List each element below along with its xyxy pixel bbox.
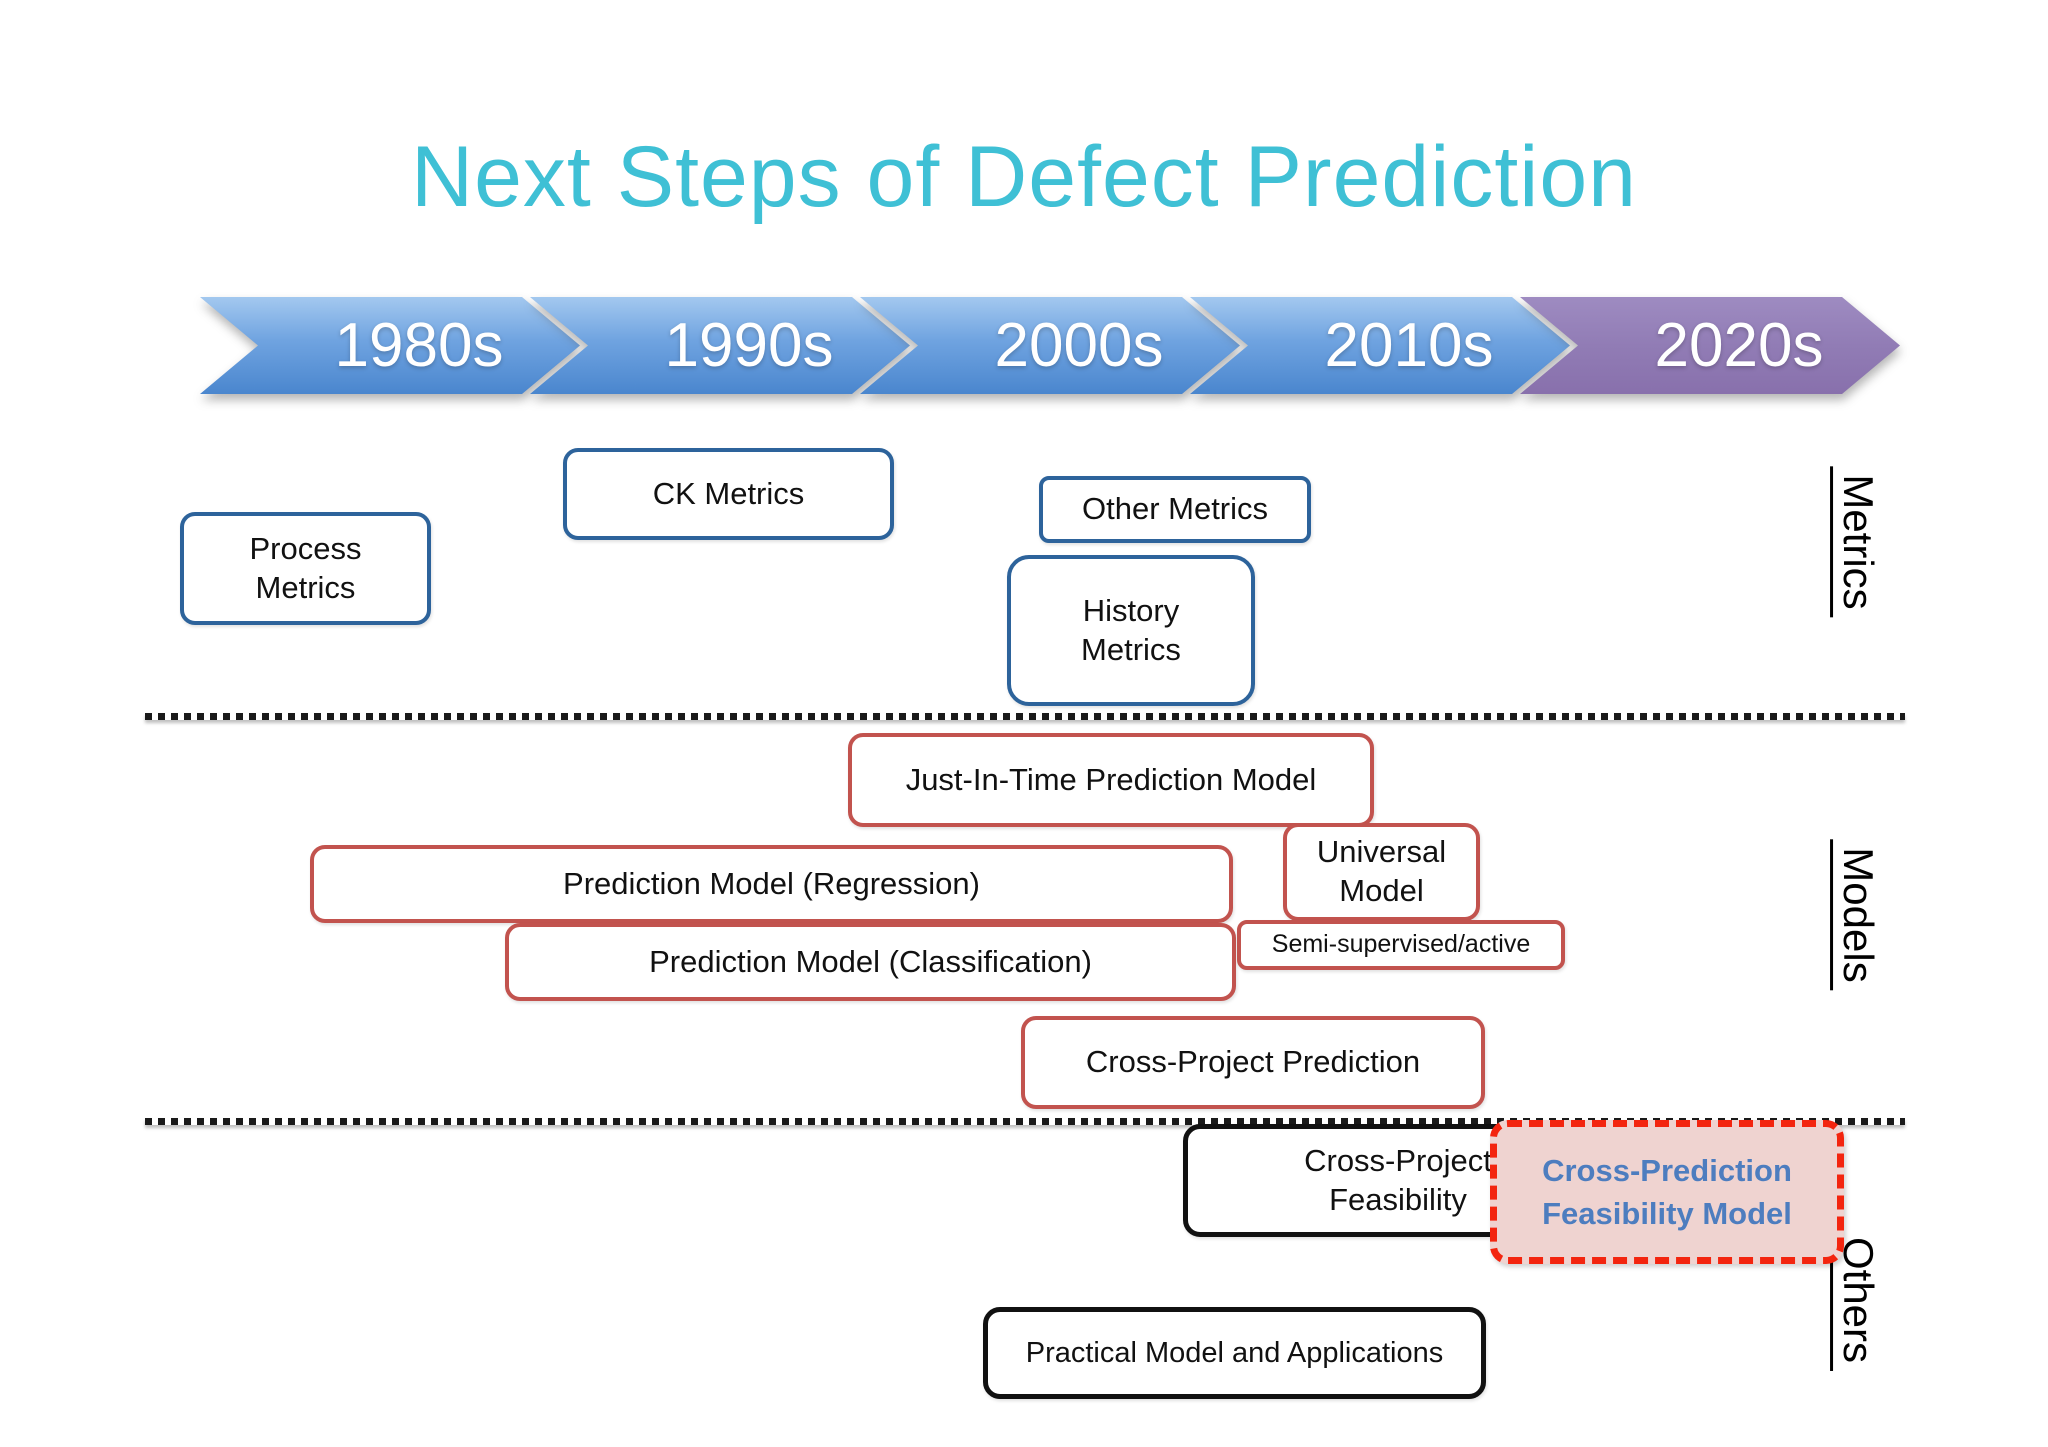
box-cross-project-prediction: Cross-Project Prediction — [1021, 1016, 1485, 1109]
divider-models-others — [145, 1118, 1905, 1125]
box-label-line: Metrics — [255, 569, 356, 605]
box-ck-metrics: CK Metrics — [563, 448, 894, 540]
timeline-arrow-shape: 2000s — [860, 297, 1240, 394]
box-label-line: Model — [1339, 873, 1424, 908]
timeline-arrow-label: 1990s — [664, 311, 834, 380]
page-title: Next Steps of Defect Prediction — [410, 129, 1637, 225]
timeline-arrow-2020s: 2020s — [1520, 297, 1900, 394]
timeline-arrow-1980s: 1980s — [200, 297, 580, 394]
box-label-line: Metrics — [1081, 631, 1181, 667]
box-prediction-model-classification: Prediction Model (Classification) — [505, 923, 1236, 1001]
box-label-line: Feasibility — [1329, 1181, 1467, 1217]
box-other-metrics: Other Metrics — [1039, 476, 1311, 543]
timeline-arrow-shape: 2010s — [1190, 297, 1570, 394]
box-label-line: Prediction Model (Regression) — [563, 865, 980, 901]
box-label-line: Universal — [1316, 834, 1447, 870]
box-universal-model: Universal Model — [1283, 823, 1480, 921]
timeline-arrow-2000s: 2000s — [860, 297, 1240, 394]
timeline-arrow-shape: 2020s — [1520, 297, 1900, 394]
box-label-line: Process — [249, 530, 362, 566]
divider-metrics-models — [145, 713, 1905, 720]
section-label-models: Models — [1829, 839, 1882, 991]
box-label-line: Feasibility Model — [1542, 1196, 1792, 1231]
box-cross-prediction-feasibility-model: Cross-Prediction Feasibility Model — [1490, 1120, 1844, 1264]
box-prediction-model-regression: Prediction Model (Regression) — [310, 845, 1233, 923]
box-label-line: Cross-Prediction — [1542, 1152, 1792, 1188]
timeline-arrow-label: 2000s — [994, 311, 1164, 380]
box-semi-supervised-active: Semi-supervised/active — [1237, 920, 1565, 970]
box-label-line: Other Metrics — [1081, 491, 1269, 527]
box-label-line: Semi-supervised/active — [1271, 930, 1531, 959]
timeline-arrow-shape: 1990s — [530, 297, 910, 394]
box-label-line: Cross-Project Prediction — [1085, 1044, 1421, 1080]
timeline-arrow-1990s: 1990s — [530, 297, 910, 394]
timeline-arrow-label: 2010s — [1324, 311, 1494, 380]
timeline-arrow-label: 1980s — [334, 311, 504, 380]
box-label-line: CK Metrics — [652, 475, 805, 511]
box-label-line: Cross-Project — [1304, 1142, 1492, 1178]
box-label-line: History — [1082, 592, 1180, 628]
box-label-line: Just-In-Time Prediction Model — [905, 761, 1317, 797]
box-label-line: Practical Model and Applications — [1025, 1336, 1444, 1369]
box-label-line: Prediction Model (Classification) — [649, 943, 1092, 979]
section-label-metrics: Metrics — [1829, 466, 1882, 618]
box-history-metrics: History Metrics — [1007, 555, 1255, 706]
box-just-in-time-prediction-model: Just-In-Time Prediction Model — [848, 733, 1374, 827]
box-practical-model-and-applications: Practical Model and Applications — [983, 1307, 1486, 1399]
timeline-arrow-label: 2020s — [1654, 311, 1824, 380]
timeline-arrow-2010s: 2010s — [1190, 297, 1570, 394]
box-process-metrics: Process Metrics — [180, 512, 431, 625]
timeline-arrow-shape: 1980s — [200, 297, 580, 394]
